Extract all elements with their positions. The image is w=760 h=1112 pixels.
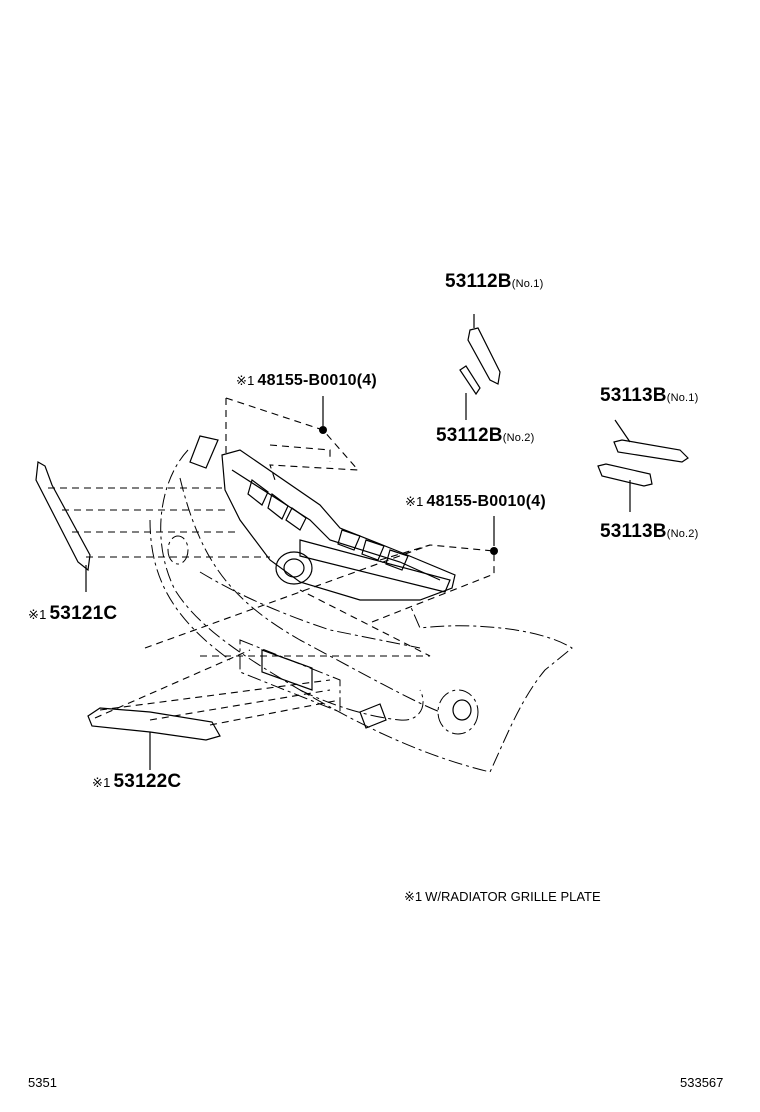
front-bumper-outline xyxy=(149,449,573,773)
part-qualifier: (4) xyxy=(525,493,546,510)
part-number: 53112B xyxy=(436,425,503,446)
part-number: 53113B xyxy=(600,385,667,406)
part-number: 53112B xyxy=(445,271,512,292)
clip-right-marker xyxy=(490,516,498,555)
label-grille-emblem-no2: 53112B(No.2) xyxy=(436,426,534,445)
part-qualifier: (No.2) xyxy=(666,528,699,540)
part-qualifier: (No.1) xyxy=(666,392,699,404)
part-number: 53121C xyxy=(49,603,118,624)
remark-mark: ※1 xyxy=(405,494,424,509)
part-number: 53122C xyxy=(113,771,182,792)
footer-left-code: 5351 xyxy=(28,1075,57,1090)
molding-no1 xyxy=(613,419,689,463)
label-molding-no2: 53113B(No.2) xyxy=(600,522,698,541)
molding-no2 xyxy=(597,463,653,512)
radiator-grille-assembly xyxy=(189,435,456,601)
lower-grille-plate xyxy=(87,707,221,770)
label-molding-no1: 53113B(No.1) xyxy=(600,386,698,405)
clip-upper-marker xyxy=(319,396,327,434)
part-qualifier: (No.1) xyxy=(511,278,544,290)
footer-right-code: 533567 xyxy=(680,1075,724,1090)
grille-emblem-no1 xyxy=(467,314,501,385)
grille-emblem-no2 xyxy=(459,365,481,420)
part-qualifier: (No.2) xyxy=(502,432,535,444)
part-qualifier: (4) xyxy=(356,372,377,389)
part-number: 48155-B0010 xyxy=(426,493,526,510)
remark-mark: ※1 xyxy=(28,607,47,622)
label-grille-emblem-no1: 53112B(No.1) xyxy=(445,272,543,291)
remark-mark: ※1 xyxy=(92,775,111,790)
assembly-leader-lines xyxy=(48,397,495,726)
remark-text: W/RADIATOR GRILLE PLATE xyxy=(425,889,601,904)
side-grille-plate xyxy=(35,461,91,592)
part-number: 48155-B0010 xyxy=(257,372,357,389)
part-number: 53113B xyxy=(600,521,667,542)
remark-mark: ※1 xyxy=(404,889,423,904)
remark-mark: ※1 xyxy=(236,373,255,388)
